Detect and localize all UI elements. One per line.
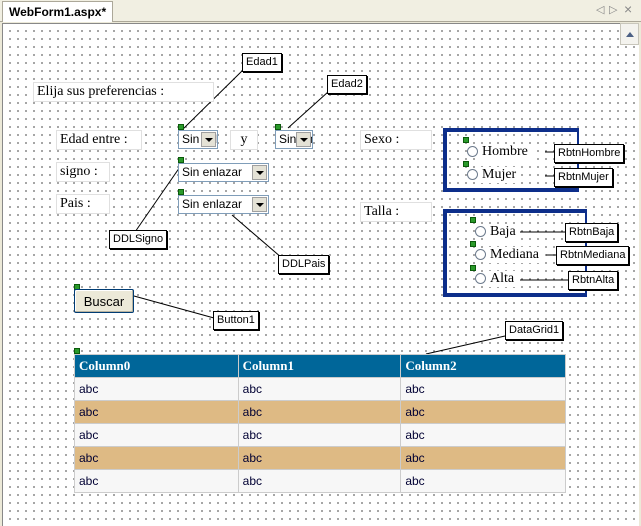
y-label: y [230, 130, 258, 150]
server-control-glyph-icon [463, 161, 469, 167]
table-cell: abc [237, 446, 402, 470]
table-row: abc abc abc [74, 423, 566, 447]
callout-button1: Button1 [213, 311, 259, 330]
callout-datagrid1: DataGrid1 [505, 321, 564, 340]
table-cell: abc [400, 423, 566, 447]
rbtn-alta-label: Alta [489, 271, 519, 287]
edad-label: Edad entre : [56, 130, 142, 150]
rbtn-mediana-label: Mediana [489, 247, 543, 263]
table-row: abc abc abc [74, 446, 566, 470]
callout-edad1: Edad1 [242, 53, 282, 72]
callout-rbtnalta: RbtnAlta [568, 271, 619, 290]
edad1-dropdown[interactable]: Sin enlazar [178, 130, 218, 149]
chevron-down-icon[interactable] [296, 132, 311, 147]
tab-webform1[interactable]: WebForm1.aspx* [2, 1, 114, 22]
chevron-down-icon[interactable] [252, 165, 267, 180]
table-cell: abc [400, 377, 566, 401]
table-cell: abc [237, 469, 402, 493]
callout-ddlpais: DDLPais [278, 255, 330, 274]
vertical-scroll-up-button[interactable] [620, 23, 639, 45]
rbtn-mujer-label: Mujer [481, 167, 521, 183]
table-cell: abc [237, 377, 402, 401]
datagrid-header-column0: Column0 [74, 354, 239, 378]
callout-rbtnhombre: RbtnHombre [554, 144, 625, 163]
server-control-glyph-icon [470, 265, 476, 271]
talla-label: Talla : [360, 202, 432, 222]
rbtn-alta-radio[interactable] [475, 273, 486, 284]
table-row: abc abc abc [74, 400, 566, 424]
table-row: abc abc abc [74, 377, 566, 401]
server-control-glyph-icon [178, 157, 184, 163]
ddl-signo-dropdown[interactable]: Sin enlazar [178, 163, 269, 182]
table-cell: abc [74, 377, 239, 401]
ddl-signo-value: Sin enlazar [182, 165, 243, 179]
tab-scroll-right-icon[interactable]: ▷ [609, 4, 618, 16]
page-heading: Elija sus preferencias : [33, 82, 214, 102]
table-cell: abc [237, 400, 402, 424]
ddl-pais-dropdown[interactable]: Sin enlazar [178, 195, 269, 214]
tab-scroll-left-icon[interactable]: ◁ [596, 4, 605, 16]
datagrid-header-column2: Column2 [400, 354, 566, 378]
rbtn-baja-radio[interactable] [475, 226, 486, 237]
signo-label: signo : [56, 162, 110, 182]
buscar-button[interactable]: Buscar [74, 289, 134, 313]
document-tab-bar: WebForm1.aspx* ◁ ▷ × [0, 0, 641, 22]
datagrid-header-row: Column0 Column1 Column2 [74, 354, 566, 378]
chevron-down-icon[interactable] [201, 132, 216, 147]
table-cell: abc [74, 400, 239, 424]
server-control-glyph-icon [74, 348, 80, 354]
server-control-glyph-icon [275, 124, 281, 130]
rbtn-hombre-radio[interactable] [467, 146, 478, 157]
table-cell: abc [400, 469, 566, 493]
datagrid1-table[interactable]: Column0 Column1 Column2 abc abc abc abc … [74, 354, 566, 493]
rbtn-mujer-radio[interactable] [467, 169, 478, 180]
close-document-icon[interactable]: × [624, 1, 633, 17]
table-cell: abc [400, 446, 566, 470]
rbtn-mediana-radio[interactable] [475, 249, 486, 260]
sexo-label: Sexo : [360, 130, 432, 150]
chevron-down-icon[interactable] [252, 197, 267, 212]
server-control-glyph-icon [470, 217, 476, 223]
table-cell: abc [74, 446, 239, 470]
ddl-pais-value: Sin enlazar [182, 197, 243, 211]
rbtn-hombre-label: Hombre [481, 144, 532, 160]
server-control-glyph-icon [178, 189, 184, 195]
callout-rbtnmujer: RbtnMujer [554, 168, 613, 187]
rbtn-baja-label: Baja [489, 224, 520, 240]
edad2-dropdown[interactable]: Sin enlazar [275, 130, 313, 149]
callout-rbtnmediana: RbtnMediana [556, 246, 630, 265]
table-cell: abc [237, 423, 402, 447]
datagrid-header-column1: Column1 [237, 354, 402, 378]
callout-rbtnbaja: RbtnBaja [565, 223, 619, 242]
server-control-glyph-icon [470, 241, 476, 247]
callout-ddlsigno: DDLSigno [109, 230, 168, 249]
table-row: abc abc abc [74, 469, 566, 493]
table-cell: abc [74, 423, 239, 447]
table-cell: abc [400, 400, 566, 424]
server-control-glyph-icon [178, 124, 184, 130]
table-cell: abc [74, 469, 239, 493]
server-control-glyph-icon [463, 137, 469, 143]
pais-label: Pais : [56, 194, 110, 214]
callout-edad2: Edad2 [327, 75, 367, 94]
